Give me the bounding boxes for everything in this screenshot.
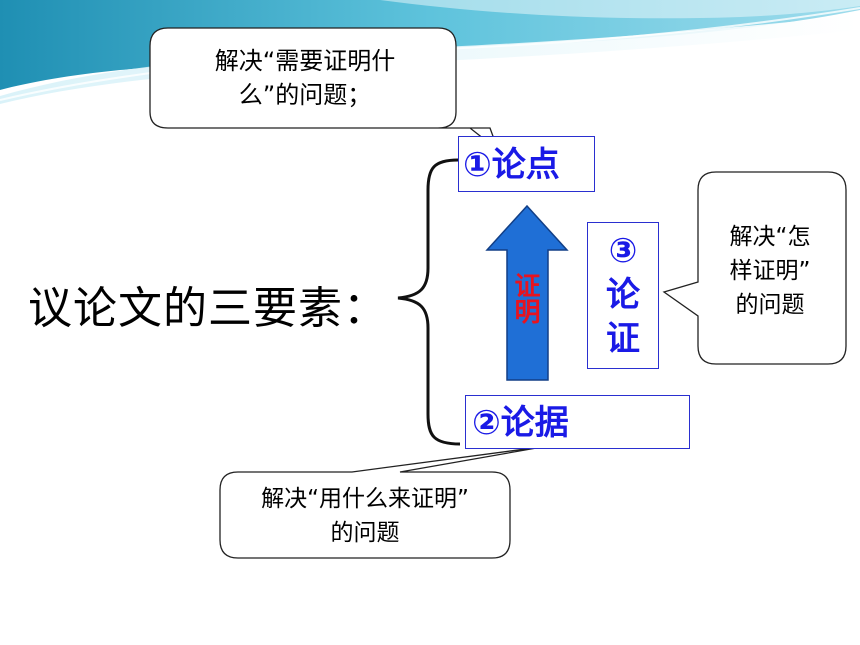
callout-lundian-line-1: 解决“需要证明什 (214, 47, 396, 75)
up-arrow (485, 204, 569, 381)
callout-lunju-line-1: 解决“用什么来证明” (261, 486, 469, 512)
callout-bubble-lunzheng (662, 171, 847, 365)
lunzheng-line-1: ③ (608, 231, 638, 271)
callout-bubble-lunju (219, 445, 549, 559)
box-lunzheng: ③ 论 证 (587, 222, 659, 369)
callout-text-lundian: 解决“需要证明什 么”的问题； (160, 44, 450, 112)
box-lundian: ①论点 (458, 136, 595, 192)
callout-text-lunzheng: 解决“怎 样证明” 的问题 (700, 220, 840, 322)
lunzheng-line-3: 证 (606, 319, 640, 359)
lunzheng-line-2: 论 (606, 275, 640, 315)
main-title: 议论文的三要素： (28, 283, 388, 334)
callout-lunzheng-line-3: 的问题 (735, 292, 805, 318)
callout-lunzheng-line-2: 样证明” (729, 258, 811, 284)
arrow-label: 证明 (510, 272, 540, 324)
callout-text-lunju: 解决“用什么来证明” 的问题 (222, 482, 508, 550)
box-lunju: ②论据 (465, 395, 690, 449)
callout-lundian-line-2: 么”的问题； (238, 81, 372, 109)
curly-brace (397, 158, 461, 446)
callout-lunzheng-line-1: 解决“怎 (729, 224, 811, 250)
callout-lunju-line-2: 的问题 (330, 520, 400, 546)
